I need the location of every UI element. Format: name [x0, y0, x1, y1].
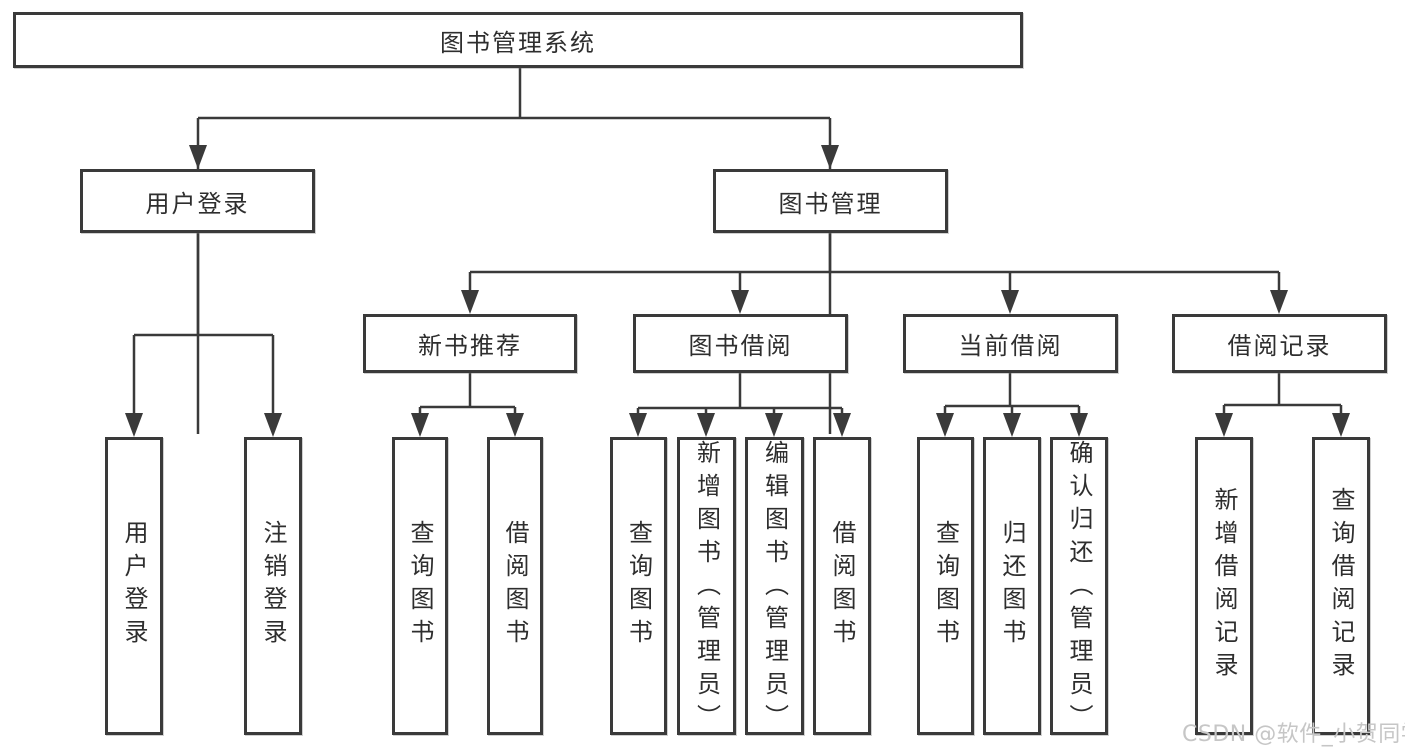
node-leaf-add-books-admin: 新增图书（管理员）	[677, 437, 736, 737]
node-leaf-query-books-1-label: 查询图书	[406, 520, 434, 652]
node-current-borrow-label: 当前借阅	[958, 332, 1063, 360]
node-book-borrow: 图书借阅	[633, 314, 848, 373]
node-new-book-recommend-label: 新书推荐	[418, 332, 522, 360]
node-leaf-query-borrow-record: 查询借阅记录	[1312, 437, 1370, 735]
node-leaf-add-borrow-record: 新增借阅记录	[1195, 437, 1253, 735]
connector-root-to-level2	[189, 68, 839, 434]
node-leaf-user-login: 用户登录	[105, 437, 163, 735]
node-book-borrow-label: 图书借阅	[688, 332, 793, 360]
node-leaf-return-books-label: 归还图书	[998, 520, 1026, 652]
node-leaf-edit-books-admin-label: 编辑图书（管理员）	[760, 440, 789, 737]
node-leaf-user-login-label: 用户登录	[120, 520, 148, 652]
node-book-management: 图书管理	[713, 169, 948, 233]
node-leaf-add-books-admin-label: 新增图书（管理员）	[692, 440, 721, 737]
node-leaf-borrow-books-1: 借阅图书	[487, 437, 543, 735]
node-root-label: 图书管理系统	[440, 28, 596, 57]
csdn-watermark: CSDN @软件_小贺同学	[1182, 722, 1405, 747]
node-leaf-confirm-return-admin-label: 确认归还（管理员）	[1065, 440, 1093, 737]
node-root-system: 图书管理系统	[13, 12, 1023, 68]
connector-new-book-to-leaves	[411, 373, 524, 437]
node-leaf-query-books-2: 查询图书	[610, 437, 667, 735]
node-leaf-confirm-return-admin: 确认归还（管理员）	[1050, 437, 1108, 737]
node-leaf-borrow-books-2-label: 借阅图书	[828, 520, 856, 652]
connector-book-mgmt-to-level3	[461, 233, 1288, 314]
node-leaf-query-borrow-record-label: 查询借阅记录	[1327, 487, 1355, 685]
connector-borrow-records-to-leaves	[1215, 373, 1350, 437]
node-leaf-borrow-books-1-label: 借阅图书	[501, 520, 529, 652]
node-leaf-logout: 注销登录	[244, 437, 302, 735]
node-leaf-query-books-1: 查询图书	[392, 437, 448, 735]
node-user-login: 用户登录	[80, 169, 315, 233]
connector-user-login-to-leaves	[125, 233, 282, 437]
node-borrow-records: 借阅记录	[1172, 314, 1387, 373]
node-book-management-label: 图书管理	[778, 189, 883, 218]
node-current-borrow: 当前借阅	[903, 314, 1118, 373]
node-borrow-records-label: 借阅记录	[1227, 332, 1332, 360]
connector-book-borrow-to-leaves	[629, 373, 851, 437]
node-leaf-borrow-books-2: 借阅图书	[813, 437, 871, 735]
node-leaf-query-books-3-label: 查询图书	[931, 520, 960, 652]
node-leaf-logout-label: 注销登录	[259, 520, 287, 652]
connector-current-borrow-to-leaves	[936, 373, 1088, 437]
node-leaf-query-books-3: 查询图书	[917, 437, 974, 735]
node-new-book-recommend: 新书推荐	[363, 314, 577, 373]
node-leaf-return-books: 归还图书	[983, 437, 1041, 735]
node-leaf-add-borrow-record-label: 新增借阅记录	[1210, 487, 1238, 685]
node-leaf-query-books-2-label: 查询图书	[624, 520, 653, 652]
node-leaf-edit-books-admin: 编辑图书（管理员）	[745, 437, 804, 737]
node-user-login-label: 用户登录	[145, 189, 250, 218]
